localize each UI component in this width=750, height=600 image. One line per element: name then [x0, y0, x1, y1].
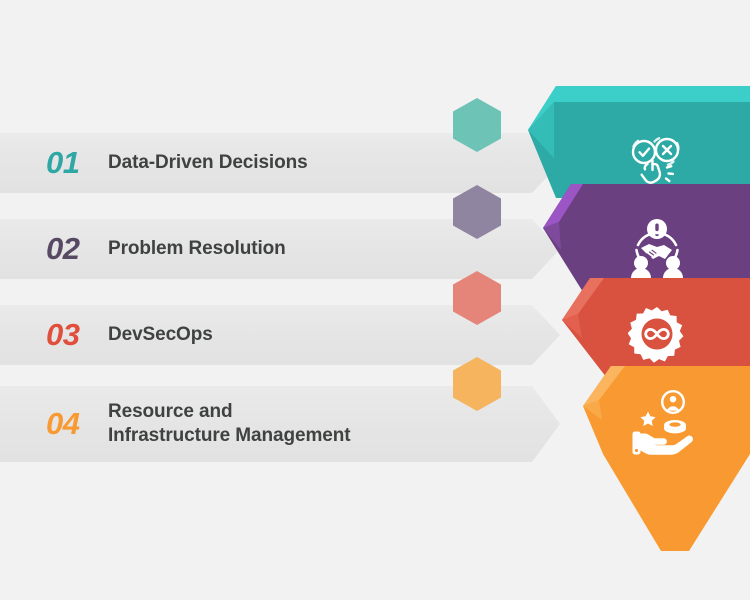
hexagon-marker-4	[453, 357, 501, 411]
row-bar-shape	[0, 386, 560, 462]
list-item-number: 01	[46, 145, 80, 180]
list-item[interactable]: 02 Problem Resolution	[0, 219, 560, 279]
list-item-number: 02	[46, 231, 80, 266]
row-bar-shape	[0, 133, 560, 193]
hexagon-marker-3	[453, 271, 501, 325]
hexagon-marker-1	[453, 98, 501, 152]
list-item[interactable]: 01 Data-Driven Decisions	[0, 133, 560, 193]
list-item-label: Data-Driven Decisions	[108, 151, 308, 173]
row-bar-shape	[0, 219, 560, 279]
list-item[interactable]: 04 Resource and Infrastructure Managemen…	[0, 386, 560, 462]
list-item-number: 03	[46, 317, 80, 352]
list-item[interactable]: 03 DevSecOps	[0, 305, 560, 365]
hexagon-marker-2	[453, 185, 501, 239]
list-item-label: Problem Resolution	[108, 237, 286, 259]
row-bar-shape	[0, 305, 560, 365]
list-item-number: 04	[46, 406, 80, 441]
list-item-label: DevSecOps	[108, 323, 213, 345]
list-item-label: Resource and Infrastructure Management	[108, 400, 351, 446]
funnel-segment-4[interactable]	[583, 366, 750, 560]
